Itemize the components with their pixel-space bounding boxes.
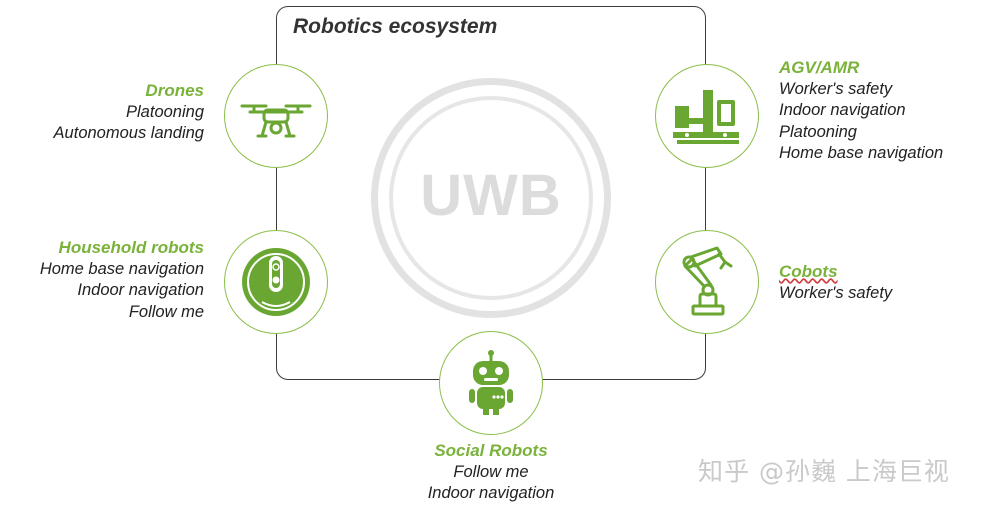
agv-amr-item: Worker's safety: [779, 79, 893, 98]
drones-label: Drones Platooning Autonomous landing: [20, 80, 204, 145]
watermark: 知乎 @孙巍 上海巨视: [698, 457, 950, 486]
cobots-node: [655, 230, 759, 334]
agv-amr-node: [655, 64, 759, 168]
cobots-item: Worker's safety: [779, 283, 893, 302]
household-robots-heading: Household robots: [58, 238, 204, 257]
drone-icon: [240, 104, 312, 138]
agv-amr-item: Platooning: [779, 122, 857, 141]
drones-heading: Drones: [145, 81, 204, 100]
robotic-arm-icon: [682, 246, 733, 316]
social-robots-node: [439, 331, 543, 435]
household-robots-item: Home base navigation: [39, 259, 204, 278]
cobots-label: Cobots Worker's safety: [779, 261, 979, 304]
agv-amr-label: AGV/AMR Worker's safety Indoor navigatio…: [779, 57, 989, 165]
household-robots-item: Follow me: [128, 302, 204, 321]
social-robots-item: Follow me: [453, 462, 529, 481]
drones-item: Platooning: [126, 102, 204, 121]
social-robots-item: Indoor navigation: [427, 484, 555, 502]
agv-amr-heading: AGV/AMR: [779, 58, 860, 77]
drones-item: Autonomous landing: [53, 124, 204, 142]
diagram-title: Robotics ecosystem: [293, 15, 498, 38]
robot-vacuum-icon: [242, 248, 310, 316]
drones-node: [224, 64, 328, 168]
agv-amr-item: Indoor navigation: [779, 101, 906, 119]
uwb-logo-text: UWB: [420, 163, 562, 228]
household-robots-item: Indoor navigation: [77, 281, 204, 299]
uwb-logo-outer-ring: [371, 78, 611, 318]
cobots-heading: Cobots: [779, 261, 979, 283]
social-robots-heading: Social Robots: [434, 441, 548, 460]
household-robots-node: [224, 230, 328, 334]
agv-amr-item: Home base navigation: [779, 144, 944, 162]
cobots-heading-text: Cobots: [779, 262, 838, 281]
uwb-logo-inner-ring: [389, 96, 593, 300]
social-robot-icon: [469, 350, 513, 415]
household-robots-label: Household robots Home base navigation In…: [10, 237, 204, 323]
forklift-agv-icon: [673, 90, 739, 144]
social-robots-label: Social Robots Follow me Indoor navigatio…: [391, 440, 591, 505]
